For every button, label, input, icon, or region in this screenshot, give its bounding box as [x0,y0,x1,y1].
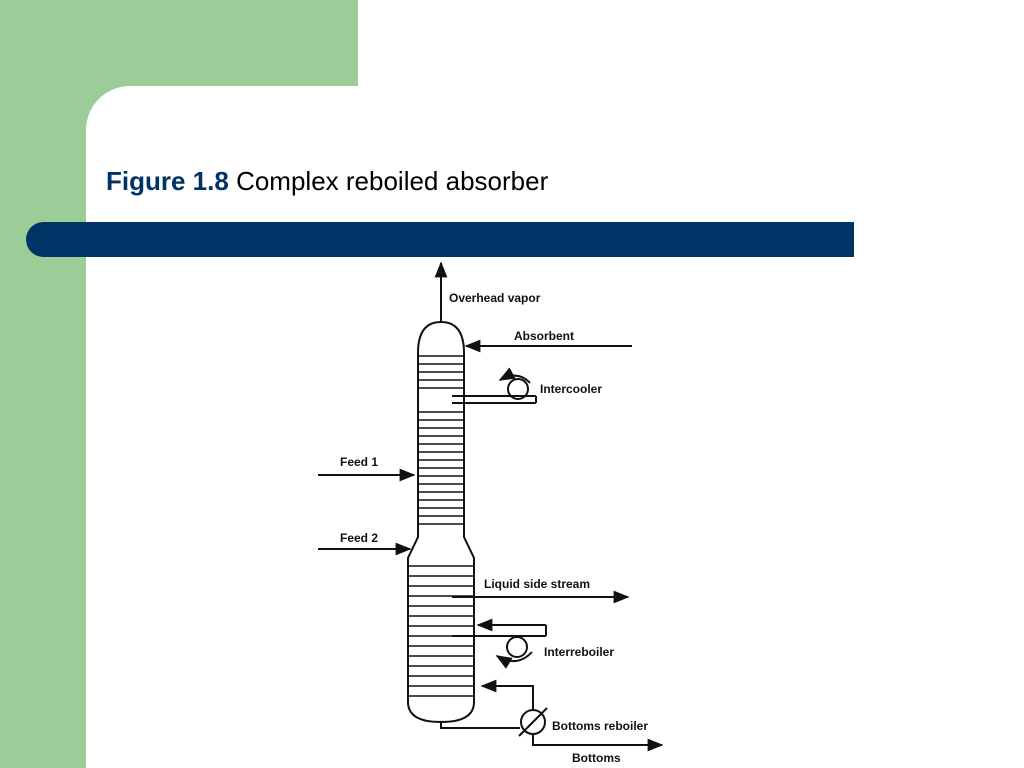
label-intercooler: Intercooler [540,382,602,396]
figure-number: Figure 1.8 [106,166,229,196]
label-absorbent: Absorbent [514,329,574,343]
column-shell [407,320,475,724]
header-white-area [358,0,1024,86]
slide-title: Figure 1.8 Complex reboiled absorber [106,166,548,197]
label-interreboiler: Interreboiler [544,645,614,659]
intercooler-icon [507,378,529,400]
tray-group [408,355,474,697]
slide-panel [86,86,1024,768]
interreboiler-arrow [495,651,533,669]
bottoms-reboiler-return [480,679,534,710]
label-overhead-vapor: Overhead vapor [449,291,541,305]
bottoms-reboiler-cross [518,707,548,737]
label-liquid-side-stream: Liquid side stream [484,577,590,591]
label-feed1: Feed 1 [340,455,378,469]
label-bottoms-reboiler: Bottoms reboiler [552,719,648,733]
label-bottoms: Bottoms [572,751,621,765]
title-underline-bar [26,222,854,257]
interreboiler-icon [506,636,528,658]
label-feed2: Feed 2 [340,531,378,545]
bottoms-product-line [532,734,664,752]
bottoms-drawoff [440,722,520,729]
figure-caption: Complex reboiled absorber [236,166,549,196]
intercooler-arrow [498,367,531,384]
